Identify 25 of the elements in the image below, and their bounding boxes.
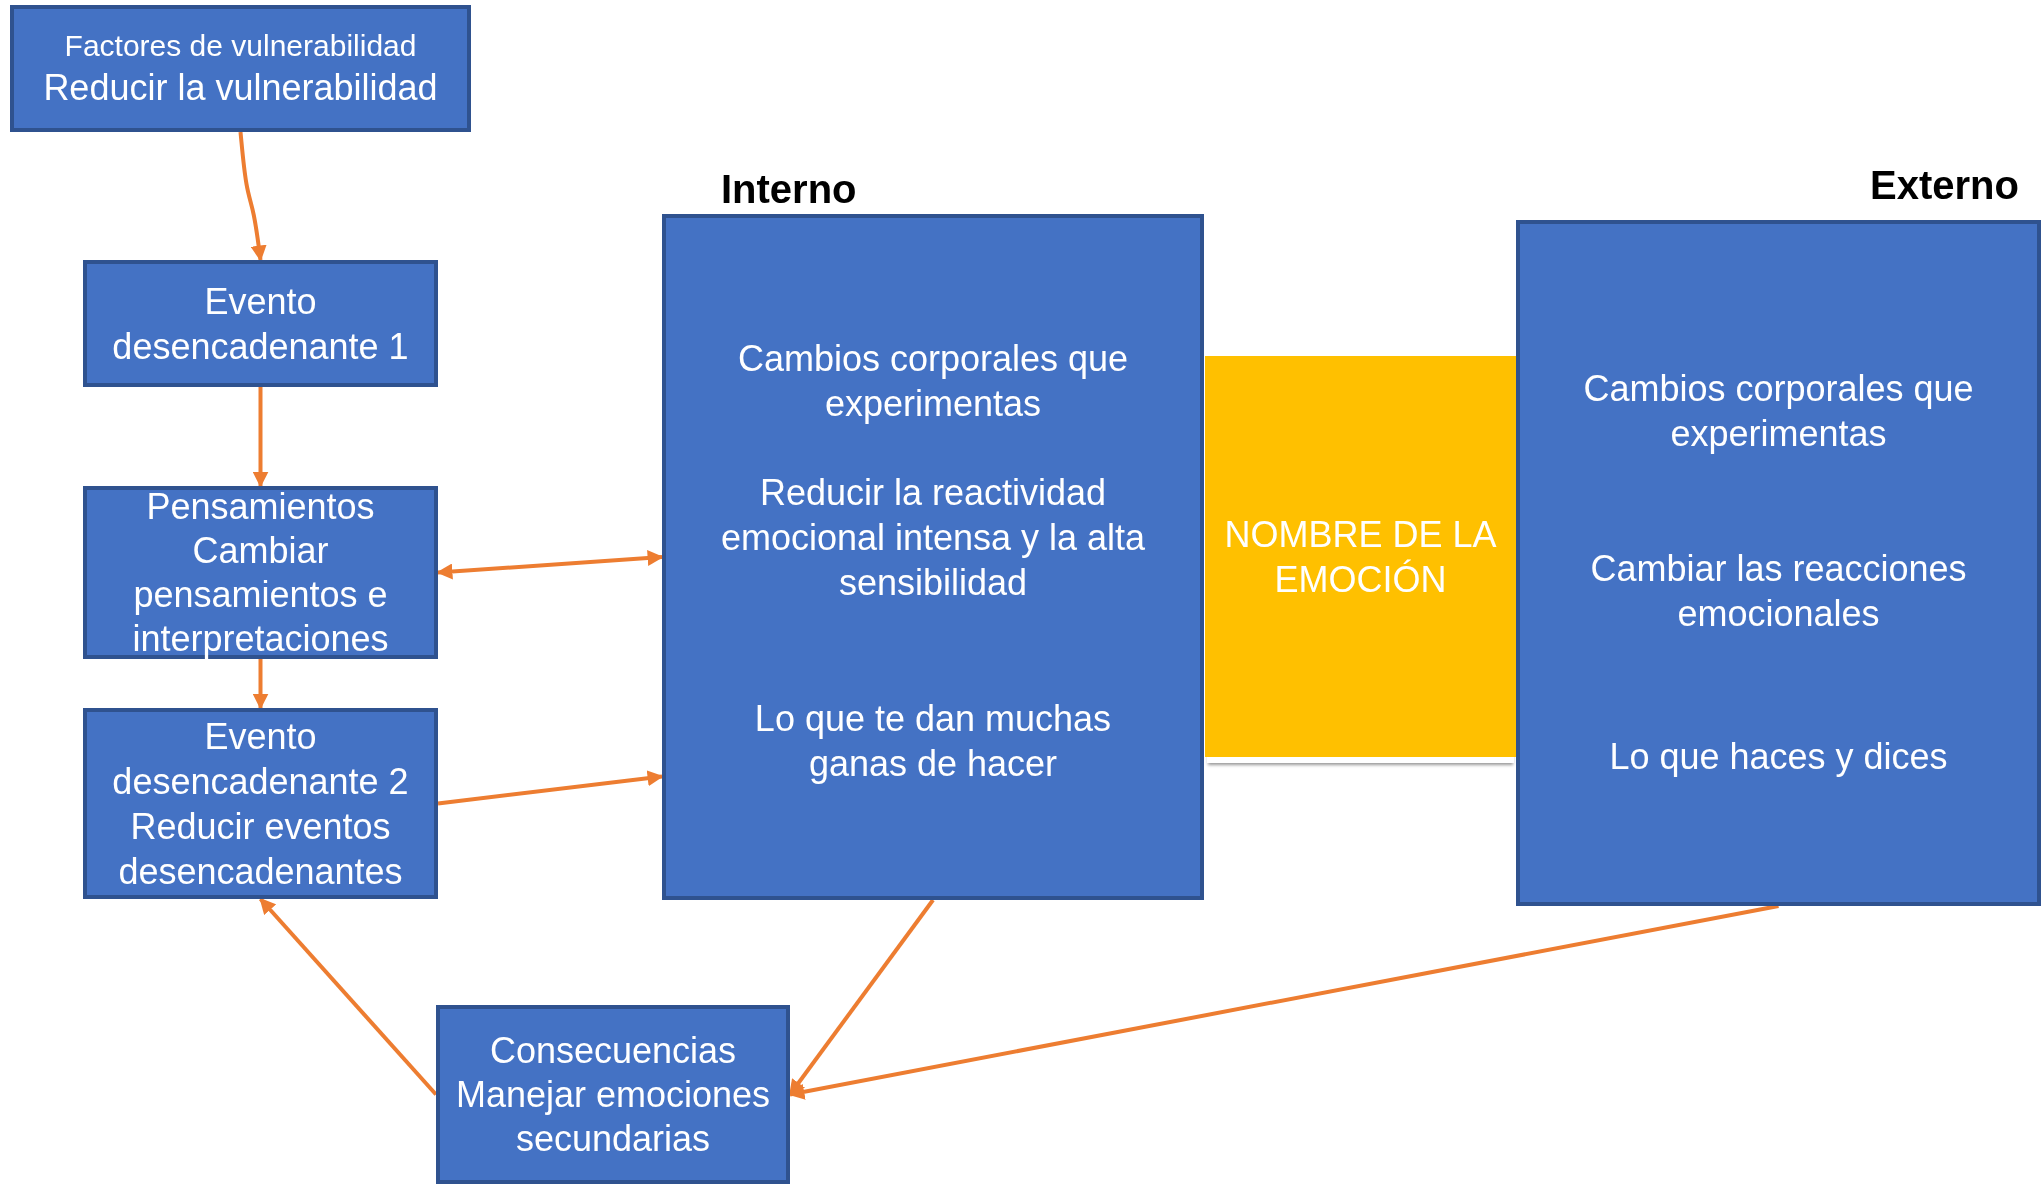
arrow xyxy=(252,387,269,488)
box-text: Cambios corporales que experimentas xyxy=(1582,367,1975,456)
box-text: Cambiar las reacciones emocionales xyxy=(1589,547,1968,636)
box-text: Lo que haces y dices xyxy=(1608,735,1949,779)
arrow xyxy=(437,770,664,806)
box-text: Reducir la vulnerabilidad xyxy=(43,65,438,110)
box-text: Consecuencias Manejar emociones secundarias xyxy=(454,1028,772,1161)
arrow xyxy=(238,131,267,262)
process-box xyxy=(10,5,471,132)
box-text: Pensamientos Cambiar pensamientos e interpretaciones xyxy=(131,484,390,661)
box-text: Factores de vulnerabilidad xyxy=(64,28,417,65)
arrow xyxy=(259,897,438,1096)
box-text: Reducir la reactividad emocional intensa y la alta sensibilidad xyxy=(719,471,1147,605)
box-text: Evento desencadenante 2 Reducir eventos desencadenantes xyxy=(111,714,410,894)
process-box xyxy=(83,708,438,899)
box-text: Cambios corporales que experimentas xyxy=(736,337,1130,426)
box-text: NOMBRE DE LA EMOCIÓN xyxy=(1223,512,1498,602)
process-box xyxy=(83,260,438,387)
process-box xyxy=(83,486,438,659)
box-text: Lo que te dan muchas ganas de hacer xyxy=(753,697,1113,786)
heading: Interno xyxy=(721,166,857,212)
box-text: Evento desencadenante 1 xyxy=(111,279,410,369)
heading: Externo xyxy=(1870,162,2019,208)
arrow xyxy=(252,659,269,710)
process-box xyxy=(436,1005,790,1184)
